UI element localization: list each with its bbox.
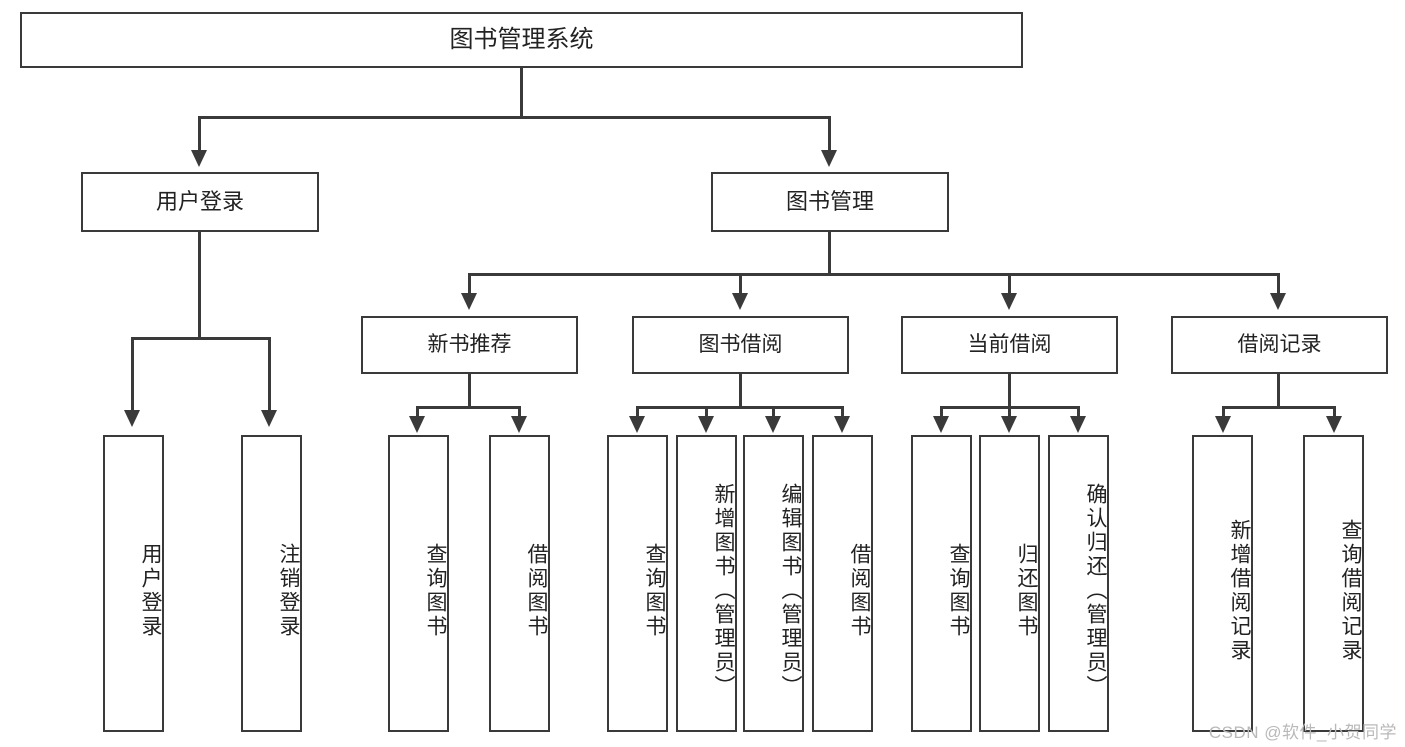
node-new-book-recommend[interactable]: 新书推荐 [361,316,578,374]
arrow-cb-leaf-2 [1001,416,1017,433]
node-label: 查询图书 [643,542,666,639]
arrow-br-leaf-2 [1326,416,1342,433]
node-label: 新书推荐 [427,333,512,357]
node-label: 归还图书 [1015,542,1038,639]
edge-cb-to-leaf-1 [940,406,943,418]
node-label: 借阅图书 [848,542,871,639]
edge-to-current-borrow [1008,273,1011,295]
edge-bb-to-leaf-4 [841,406,844,418]
node-label: 用户登录 [155,188,244,214]
edge-root-stem [520,68,523,118]
leaf-bb-borrow-books[interactable]: 借阅图书 [812,435,873,732]
edge-to-borrow-record [1277,273,1280,295]
edge-br-to-leaf-2 [1333,406,1336,418]
node-label: 编辑图书（管理员） [779,482,802,699]
node-label: 借阅图书 [525,542,548,639]
arrow-to-login-leaf [124,410,140,427]
arrow-br-leaf-1 [1215,416,1231,433]
arrow-bb-leaf-3 [765,416,781,433]
arrow-to-book-borrow [732,293,748,310]
arrow-nbr-leaf-2 [511,416,527,433]
arrow-to-book-management [821,150,837,167]
leaf-bb-query-books[interactable]: 查询图书 [607,435,668,732]
arrow-bb-leaf-1 [629,416,645,433]
leaf-user-logout[interactable]: 注销登录 [241,435,302,732]
watermark-text: CSDN @软件_小贺同学 [1208,723,1397,742]
arrow-to-user-login [191,150,207,167]
edge-to-book-borrow [739,273,742,295]
edge-nbr-to-leaf-2 [518,406,521,418]
arrow-nbr-leaf-1 [409,416,425,433]
leaf-bb-edit-book-admin[interactable]: 编辑图书（管理员） [743,435,804,732]
edge-current-borrow-stem [1008,374,1011,408]
node-current-borrow[interactable]: 当前借阅 [901,316,1118,374]
arrow-to-logout-leaf [261,410,277,427]
leaf-user-login[interactable]: 用户登录 [103,435,164,732]
node-label: 当前借阅 [967,333,1052,357]
leaf-nbr-borrow-books[interactable]: 借阅图书 [489,435,550,732]
leaf-cb-confirm-return-admin[interactable]: 确认归还（管理员） [1048,435,1109,732]
edge-cb-to-leaf-3 [1077,406,1080,418]
node-label: 借阅记录 [1237,333,1322,357]
edge-bb-to-leaf-3 [772,406,775,418]
edge-user-login-to-logout [268,337,271,412]
edge-user-login-bus [131,337,270,340]
node-book-management[interactable]: 图书管理 [711,172,949,232]
arrow-to-current-borrow [1001,293,1017,310]
edge-user-login-stem [198,232,201,339]
node-label: 图书借阅 [698,333,783,357]
leaf-nbr-query-books[interactable]: 查询图书 [388,435,449,732]
arrow-bb-leaf-2 [698,416,714,433]
edge-root-bus [198,116,831,119]
leaf-cb-return-books[interactable]: 归还图书 [979,435,1040,732]
arrow-to-new-book-recommend [461,293,477,310]
arrow-bb-leaf-4 [834,416,850,433]
node-book-management-system[interactable]: 图书管理系统 [20,12,1023,68]
node-book-borrow[interactable]: 图书借阅 [632,316,849,374]
node-label: 新增图书（管理员） [712,482,735,699]
leaf-bb-add-book-admin[interactable]: 新增图书（管理员） [676,435,737,732]
edge-new-book-recommend-stem [468,374,471,408]
leaf-br-query-record[interactable]: 查询借阅记录 [1303,435,1364,732]
arrow-cb-leaf-1 [933,416,949,433]
edge-user-login-to-login [131,337,134,412]
node-label: 查询借阅记录 [1339,518,1362,663]
node-label: 确认归还（管理员） [1084,482,1107,699]
node-label: 新增借阅记录 [1228,518,1251,663]
edge-book-borrow-bus [636,406,844,409]
node-label: 注销登录 [277,542,300,639]
edge-level2-bus [468,273,1280,276]
edge-cb-to-leaf-2 [1008,406,1011,418]
node-label: 查询图书 [947,542,970,639]
node-user-login[interactable]: 用户登录 [81,172,319,232]
arrow-cb-leaf-3 [1070,416,1086,433]
edge-root-to-book-management [828,116,831,152]
node-label: 图书管理系统 [449,25,594,53]
node-label: 查询图书 [424,542,447,639]
node-label: 图书管理 [785,188,874,214]
edge-new-book-recommend-bus [416,406,521,409]
edge-root-to-user-login [198,116,201,152]
edge-book-borrow-stem [739,374,742,408]
edge-borrow-record-bus [1222,406,1336,409]
edge-book-management-stem [828,232,831,275]
edge-to-new-book-recommend [468,273,471,295]
node-label: 用户登录 [139,542,162,639]
leaf-br-add-record[interactable]: 新增借阅记录 [1192,435,1253,732]
arrow-to-borrow-record [1270,293,1286,310]
edge-nbr-to-leaf-1 [416,406,419,418]
edge-br-to-leaf-1 [1222,406,1225,418]
edge-bb-to-leaf-1 [636,406,639,418]
node-borrow-record[interactable]: 借阅记录 [1171,316,1388,374]
edge-borrow-record-stem [1277,374,1280,408]
leaf-cb-query-books[interactable]: 查询图书 [911,435,972,732]
edge-bb-to-leaf-2 [705,406,708,418]
